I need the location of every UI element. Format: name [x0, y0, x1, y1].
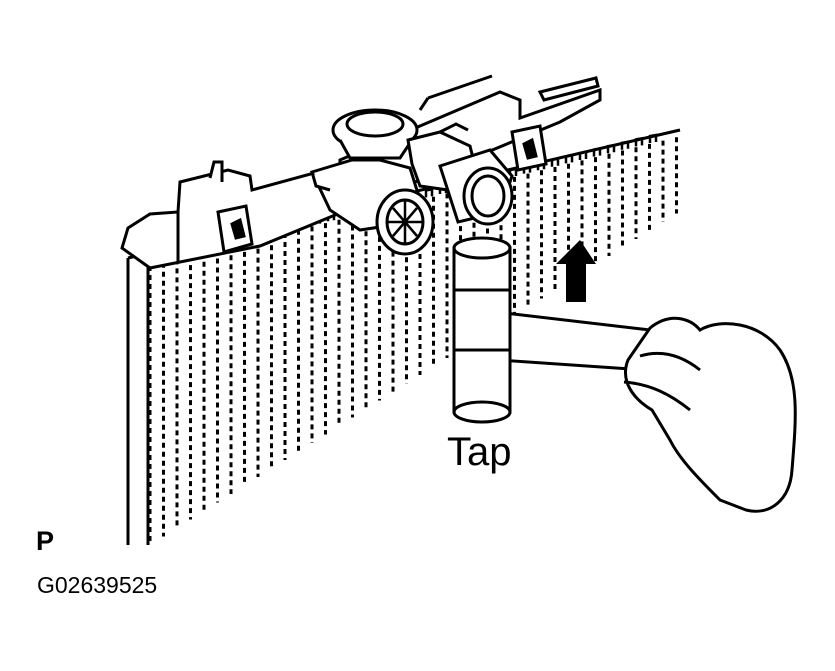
tank-tooth: [620, 140, 630, 150]
tap-label: Tap: [447, 430, 512, 474]
tank-tooth: [648, 133, 658, 143]
tank-tooth: [592, 147, 602, 157]
radiator-cap: [331, 108, 419, 160]
up-arrow-icon: [556, 240, 596, 302]
tank-tooth: [424, 187, 434, 198]
mallet-icon: [452, 236, 652, 424]
view-letter: P: [36, 526, 55, 556]
tank-tooth: [634, 136, 644, 147]
hand-icon: [623, 316, 797, 513]
tank-tooth: [550, 157, 560, 167]
water-pump-pulley: [375, 188, 435, 256]
tank-tooth: [606, 143, 616, 154]
mount-bracket-right: [510, 124, 548, 172]
mount-bracket-left: [216, 204, 254, 254]
figure-code: G02639525: [37, 572, 158, 598]
tank-tooth: [578, 150, 588, 160]
tank-tooth: [564, 153, 574, 164]
hose-outlet: [438, 148, 514, 226]
